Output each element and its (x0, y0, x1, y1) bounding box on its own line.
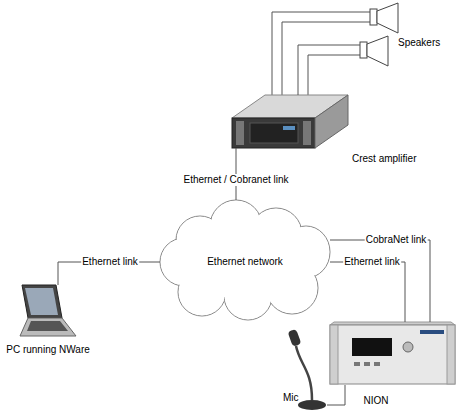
link-label: Ethernet link (81, 256, 139, 268)
laptop-keyboard (27, 321, 68, 331)
nion-knob (403, 342, 413, 352)
node-label: Crest amplifier (352, 153, 416, 165)
mic-gooseneck (296, 346, 312, 400)
amplifier-front (232, 118, 315, 148)
speaker-wire (272, 12, 370, 96)
speaker-symbol (370, 3, 398, 33)
microphone: Mic (285, 328, 327, 412)
speaker-magnet (370, 9, 377, 25)
link-label: CobraNet link (365, 234, 428, 246)
nion-rack-ear (330, 325, 338, 384)
laptop-base (20, 318, 76, 336)
laptop-screen (25, 288, 58, 315)
speaker-pair: Speakers (360, 3, 400, 66)
nion-badge (420, 330, 444, 334)
mic-base (298, 400, 326, 410)
nion-illustration (330, 322, 455, 384)
amplifier-illustration (232, 95, 348, 148)
speaker-symbol (360, 36, 388, 66)
speaker-wire (282, 22, 370, 96)
nion-button (374, 362, 380, 366)
nion-rack-ear (447, 325, 455, 384)
amplifier-handle (236, 121, 244, 145)
nion-display (352, 338, 392, 356)
speaker-cone (367, 36, 388, 66)
nion-front (330, 325, 455, 384)
node-label: NION (364, 395, 389, 407)
network-link (330, 240, 430, 322)
amplifier-vent (250, 123, 298, 143)
node-label: Ethernet network (207, 256, 283, 268)
link-label: Ethernet / Cobranet link (182, 174, 289, 186)
laptop: PC running NWare (18, 285, 78, 338)
nion-processor: NION (330, 322, 455, 385)
node-label: Mic (283, 392, 299, 404)
network-link (327, 385, 345, 405)
amplifier: Crest amplifier (232, 95, 348, 148)
amplifier-badge (283, 126, 295, 130)
link-label: Ethernet link (343, 256, 401, 268)
amplifier-handle (303, 121, 311, 145)
mic-head (288, 329, 302, 347)
speaker-magnet (360, 42, 367, 58)
laptop-lid (22, 285, 62, 318)
amplifier-side (315, 95, 348, 148)
network-link (298, 45, 360, 95)
laptop-illustration (20, 285, 76, 336)
speaker-wires (272, 12, 370, 96)
cloud-fill (186, 221, 304, 299)
network-link (330, 262, 405, 322)
node-label: PC running NWare (6, 344, 90, 356)
network-cloud: Ethernet network (160, 200, 330, 320)
nion-button (364, 362, 370, 366)
speaker-wire (308, 55, 360, 96)
speaker-cone (377, 3, 398, 33)
node-label: Speakers (398, 37, 440, 49)
nion-button (354, 362, 360, 366)
